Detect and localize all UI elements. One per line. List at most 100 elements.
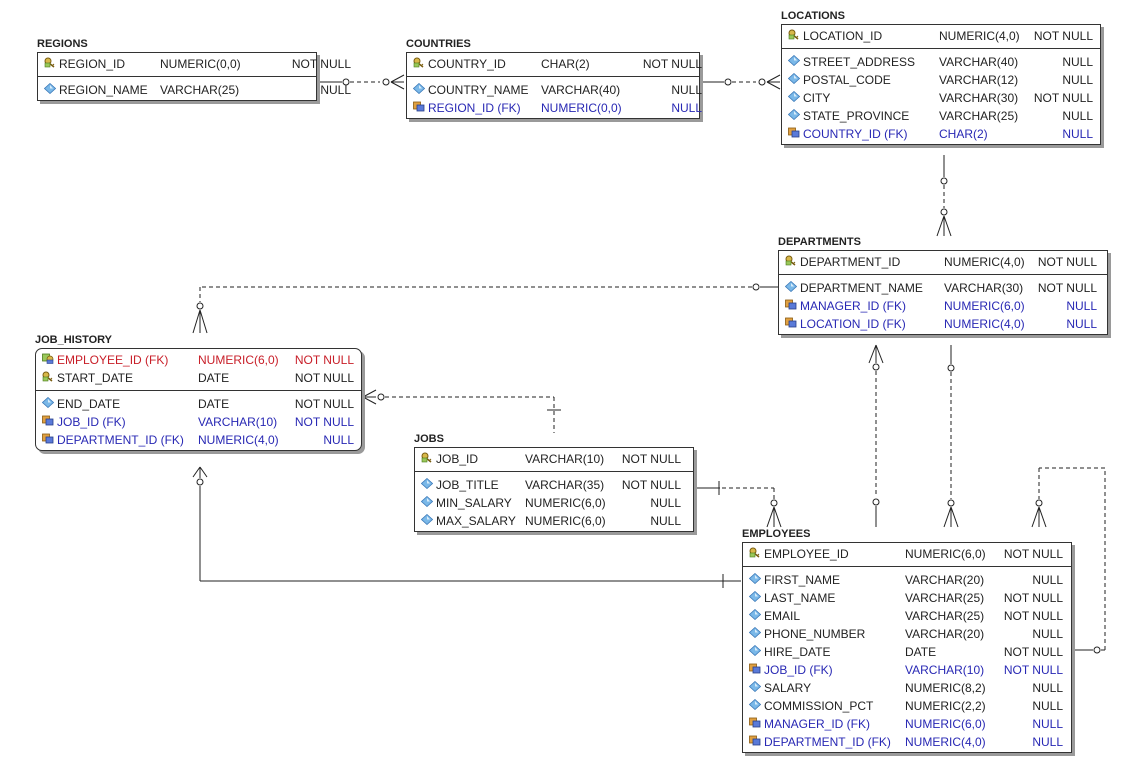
column-name: REGION_NAME (59, 83, 148, 97)
column-name: END_DATE (57, 397, 121, 411)
column-type: VARCHAR(25) (160, 83, 240, 97)
column-nullable: NULL (320, 83, 351, 97)
column-type: VARCHAR(10) (905, 663, 985, 677)
column-row-region-id-fk[interactable]: REGION_ID (FK)NUMERIC(0,0)NULL (407, 99, 702, 117)
column-name: MANAGER_ID (FK) (764, 717, 871, 731)
column-row-job-id-fk[interactable]: JOB_ID (FK)VARCHAR(10)NOT NULL (36, 413, 361, 431)
column-type: NUMERIC(0,0) (541, 101, 622, 115)
column-nullable: NOT NULL (294, 397, 354, 411)
column-nullable: NULL (1062, 55, 1093, 69)
column-type: VARCHAR(40) (541, 83, 621, 97)
column-type: NUMERIC(6,0) (905, 717, 986, 731)
column-row-manager-id-fk[interactable]: MANAGER_ID (FK)NUMERIC(6,0)NULL (743, 715, 1071, 733)
column-row-department-id-fk[interactable]: DEPARTMENT_ID (FK)NUMERIC(4,0)NULL (36, 431, 361, 449)
foreign-key-icon (788, 125, 800, 138)
column-row-manager-id-fk[interactable]: MANAGER_ID (FK)NUMERIC(6,0)NULL (779, 297, 1107, 315)
entity-title: LOCATIONS (781, 10, 845, 22)
column-type: VARCHAR(12) (939, 73, 1019, 87)
column-nullable: NULL (1032, 627, 1063, 641)
column-row-job-id-fk[interactable]: JOB_ID (FK)VARCHAR(10)NOT NULL (743, 661, 1071, 679)
column-diamond-icon (787, 53, 801, 67)
entity-job-history[interactable]: JOB_HISTORY EMPLOYEE_ID (FK)NUMERIC(6,0)N… (35, 334, 362, 451)
foreign-key-icon (749, 661, 761, 674)
column-nullable: NULL (1032, 735, 1063, 749)
column-type: VARCHAR(10) (525, 452, 605, 466)
entity-title: JOB_HISTORY (35, 334, 113, 346)
column-diamond-icon (41, 395, 55, 409)
rel-jobs-employees (695, 481, 782, 528)
column-type: NUMERIC(0,0) (160, 57, 241, 71)
column-row-country-id-fk[interactable]: COUNTRY_ID (FK)CHAR(2)NULL (782, 125, 1100, 143)
column-nullable: NOT NULL (294, 415, 354, 429)
entity-title: COUNTRIES (406, 38, 471, 50)
column-name: SALARY (764, 681, 812, 695)
column-name: EMPLOYEE_ID (FK) (57, 353, 169, 367)
column-type: NUMERIC(2,2) (905, 699, 986, 713)
rel-employees-jobhistory (192, 466, 741, 588)
column-name: DEPARTMENT_ID (800, 255, 901, 269)
column-row-location-id-fk[interactable]: LOCATION_ID (FK)NUMERIC(4,0)NULL (779, 315, 1107, 333)
column-type: CHAR(2) (939, 127, 988, 141)
column-diamond-icon (748, 607, 762, 621)
entity-title: EMPLOYEES (742, 528, 811, 540)
column-name: LAST_NAME (764, 591, 836, 605)
column-name: REGION_ID (59, 57, 126, 71)
column-nullable: NULL (671, 83, 702, 97)
column-type: VARCHAR(25) (905, 591, 985, 605)
column-type: NUMERIC(6,0) (905, 547, 986, 561)
column-name: STREET_ADDRESS (803, 55, 916, 69)
rel-employees-departments-manager (868, 344, 884, 527)
column-name: COUNTRY_ID (428, 57, 506, 71)
column-nullable: NOT NULL (294, 353, 354, 367)
column-diamond-icon (748, 589, 762, 603)
column-nullable: NULL (1066, 299, 1097, 313)
column-name: POSTAL_CODE (803, 73, 891, 87)
rel-countries-locations (701, 74, 781, 90)
column-row-employee-id-fk[interactable]: EMPLOYEE_ID (FK)NUMERIC(6,0)NOT NULL (36, 351, 361, 369)
foreign-key-icon (749, 733, 761, 746)
rel-employees-self (1031, 467, 1106, 654)
column-type: VARCHAR(20) (905, 573, 985, 587)
column-row-department-id-fk[interactable]: DEPARTMENT_ID (FK)NUMERIC(4,0)NULL (743, 733, 1071, 751)
column-nullable: NULL (1066, 317, 1097, 331)
foreign-key-icon (42, 413, 54, 426)
column-diamond-icon (787, 107, 801, 121)
column-name: CITY (803, 91, 831, 105)
column-row-region-name[interactable]: REGION_NAME VARCHAR(25) NULL (38, 81, 351, 99)
primary-key-icon (413, 55, 425, 68)
